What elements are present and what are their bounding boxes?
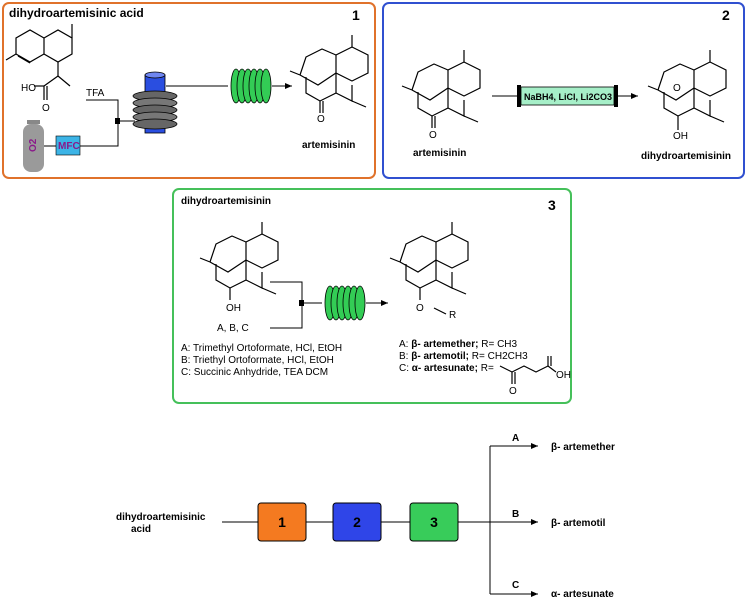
mfc-to-mixer-line bbox=[80, 121, 119, 147]
dihydro-2-oh-label: OH bbox=[673, 131, 688, 142]
panel-2-frame bbox=[382, 2, 745, 179]
flow-branch-b-product: β- artemotil bbox=[551, 518, 606, 529]
o2-label: O2 bbox=[28, 138, 39, 152]
product-c-line: C: α- artesunate; R= bbox=[399, 363, 494, 374]
condition-a: A: Trimethyl Ortoformate, HCl, EtOH bbox=[181, 343, 342, 354]
panel-2-product-name: dihydroartemisinin bbox=[641, 151, 731, 162]
condition-b: B: Triethyl Ortoformate, HCl, EtOH bbox=[181, 355, 334, 366]
tube-in-tube-reactor bbox=[132, 71, 178, 134]
flow-branch-a-product: β- artemether bbox=[551, 442, 615, 453]
panel-3-feed-lines bbox=[270, 281, 303, 329]
acid-o-label: O bbox=[42, 103, 50, 114]
artemisinin-2-o-label: O bbox=[429, 130, 437, 141]
artemisinin-1-o-label: O bbox=[317, 114, 325, 125]
panel-1-number: 1 bbox=[352, 7, 360, 23]
panel-3-reagents-label: A, B, C bbox=[217, 323, 249, 334]
dihydro-2-o1: O bbox=[673, 83, 681, 94]
panel-2-number: 2 bbox=[722, 7, 730, 23]
succinate-chain bbox=[499, 356, 557, 384]
acid-ho-label: HO bbox=[21, 83, 36, 94]
dihydroartemisinin-structure-2 bbox=[647, 49, 727, 130]
product-b-line: B: β- artemotil; R= CH2CH3 bbox=[399, 351, 528, 362]
tfa-label: TFA bbox=[86, 88, 105, 99]
artemisinin-structure-1 bbox=[289, 34, 369, 113]
flow-start-line1: dihydroartemisinic bbox=[116, 512, 206, 523]
panel-3-frame bbox=[172, 188, 572, 404]
panel-1-title: dihydroartemisinic acid bbox=[9, 6, 144, 20]
flow-block-1-label: 1 bbox=[278, 514, 286, 530]
panel-1-product-name: artemisinin bbox=[302, 140, 355, 151]
panel-3-title: dihydroartemisinin bbox=[181, 196, 271, 207]
flow-branch-b-key: B bbox=[512, 509, 519, 520]
flow-start-line2: acid bbox=[131, 524, 151, 535]
panel-2-reactant-name: artemisinin bbox=[413, 148, 466, 159]
column-reagent-label: NaBH4, LiCl, Li2CO3 bbox=[524, 92, 612, 102]
t-mixer-3 bbox=[299, 300, 304, 306]
flow-block-2-label: 2 bbox=[353, 514, 361, 530]
derivative-r-label: R bbox=[449, 310, 456, 321]
panel-1-frame bbox=[2, 2, 376, 179]
mfc-label: MFC bbox=[58, 141, 80, 152]
dihydroartemisinic-acid-structure bbox=[5, 24, 73, 100]
green-coil-reactor-3 bbox=[324, 285, 366, 321]
artemisinin-structure-2 bbox=[401, 49, 481, 128]
succinate-oh-label: OH bbox=[556, 370, 571, 381]
flow-branch-a-key: A bbox=[512, 433, 519, 444]
product-a-line: A: β- artemether; R= CH3 bbox=[399, 339, 518, 350]
panel-3-number: 3 bbox=[548, 197, 556, 213]
dihydroartemisinin-structure-3 bbox=[199, 221, 279, 300]
dihydro-3-oh-label: OH bbox=[226, 303, 241, 314]
flow-branch-c-product: α- artesunate bbox=[551, 589, 614, 599]
condition-c: C: Succinic Anhydride, TEA DCM bbox=[181, 367, 328, 378]
tfa-feed-line bbox=[86, 99, 119, 143]
green-coil-reactor-1 bbox=[230, 68, 272, 104]
oxygen-cylinder bbox=[23, 120, 44, 172]
flow-branch-c-key: C bbox=[512, 580, 519, 591]
flow-block-3-label: 3 bbox=[430, 514, 438, 530]
packed-bed-column bbox=[517, 85, 618, 107]
succinate-o-label: O bbox=[509, 386, 517, 397]
artemisinin-derivative-structure bbox=[389, 221, 469, 315]
derivative-o-label: O bbox=[416, 303, 424, 314]
